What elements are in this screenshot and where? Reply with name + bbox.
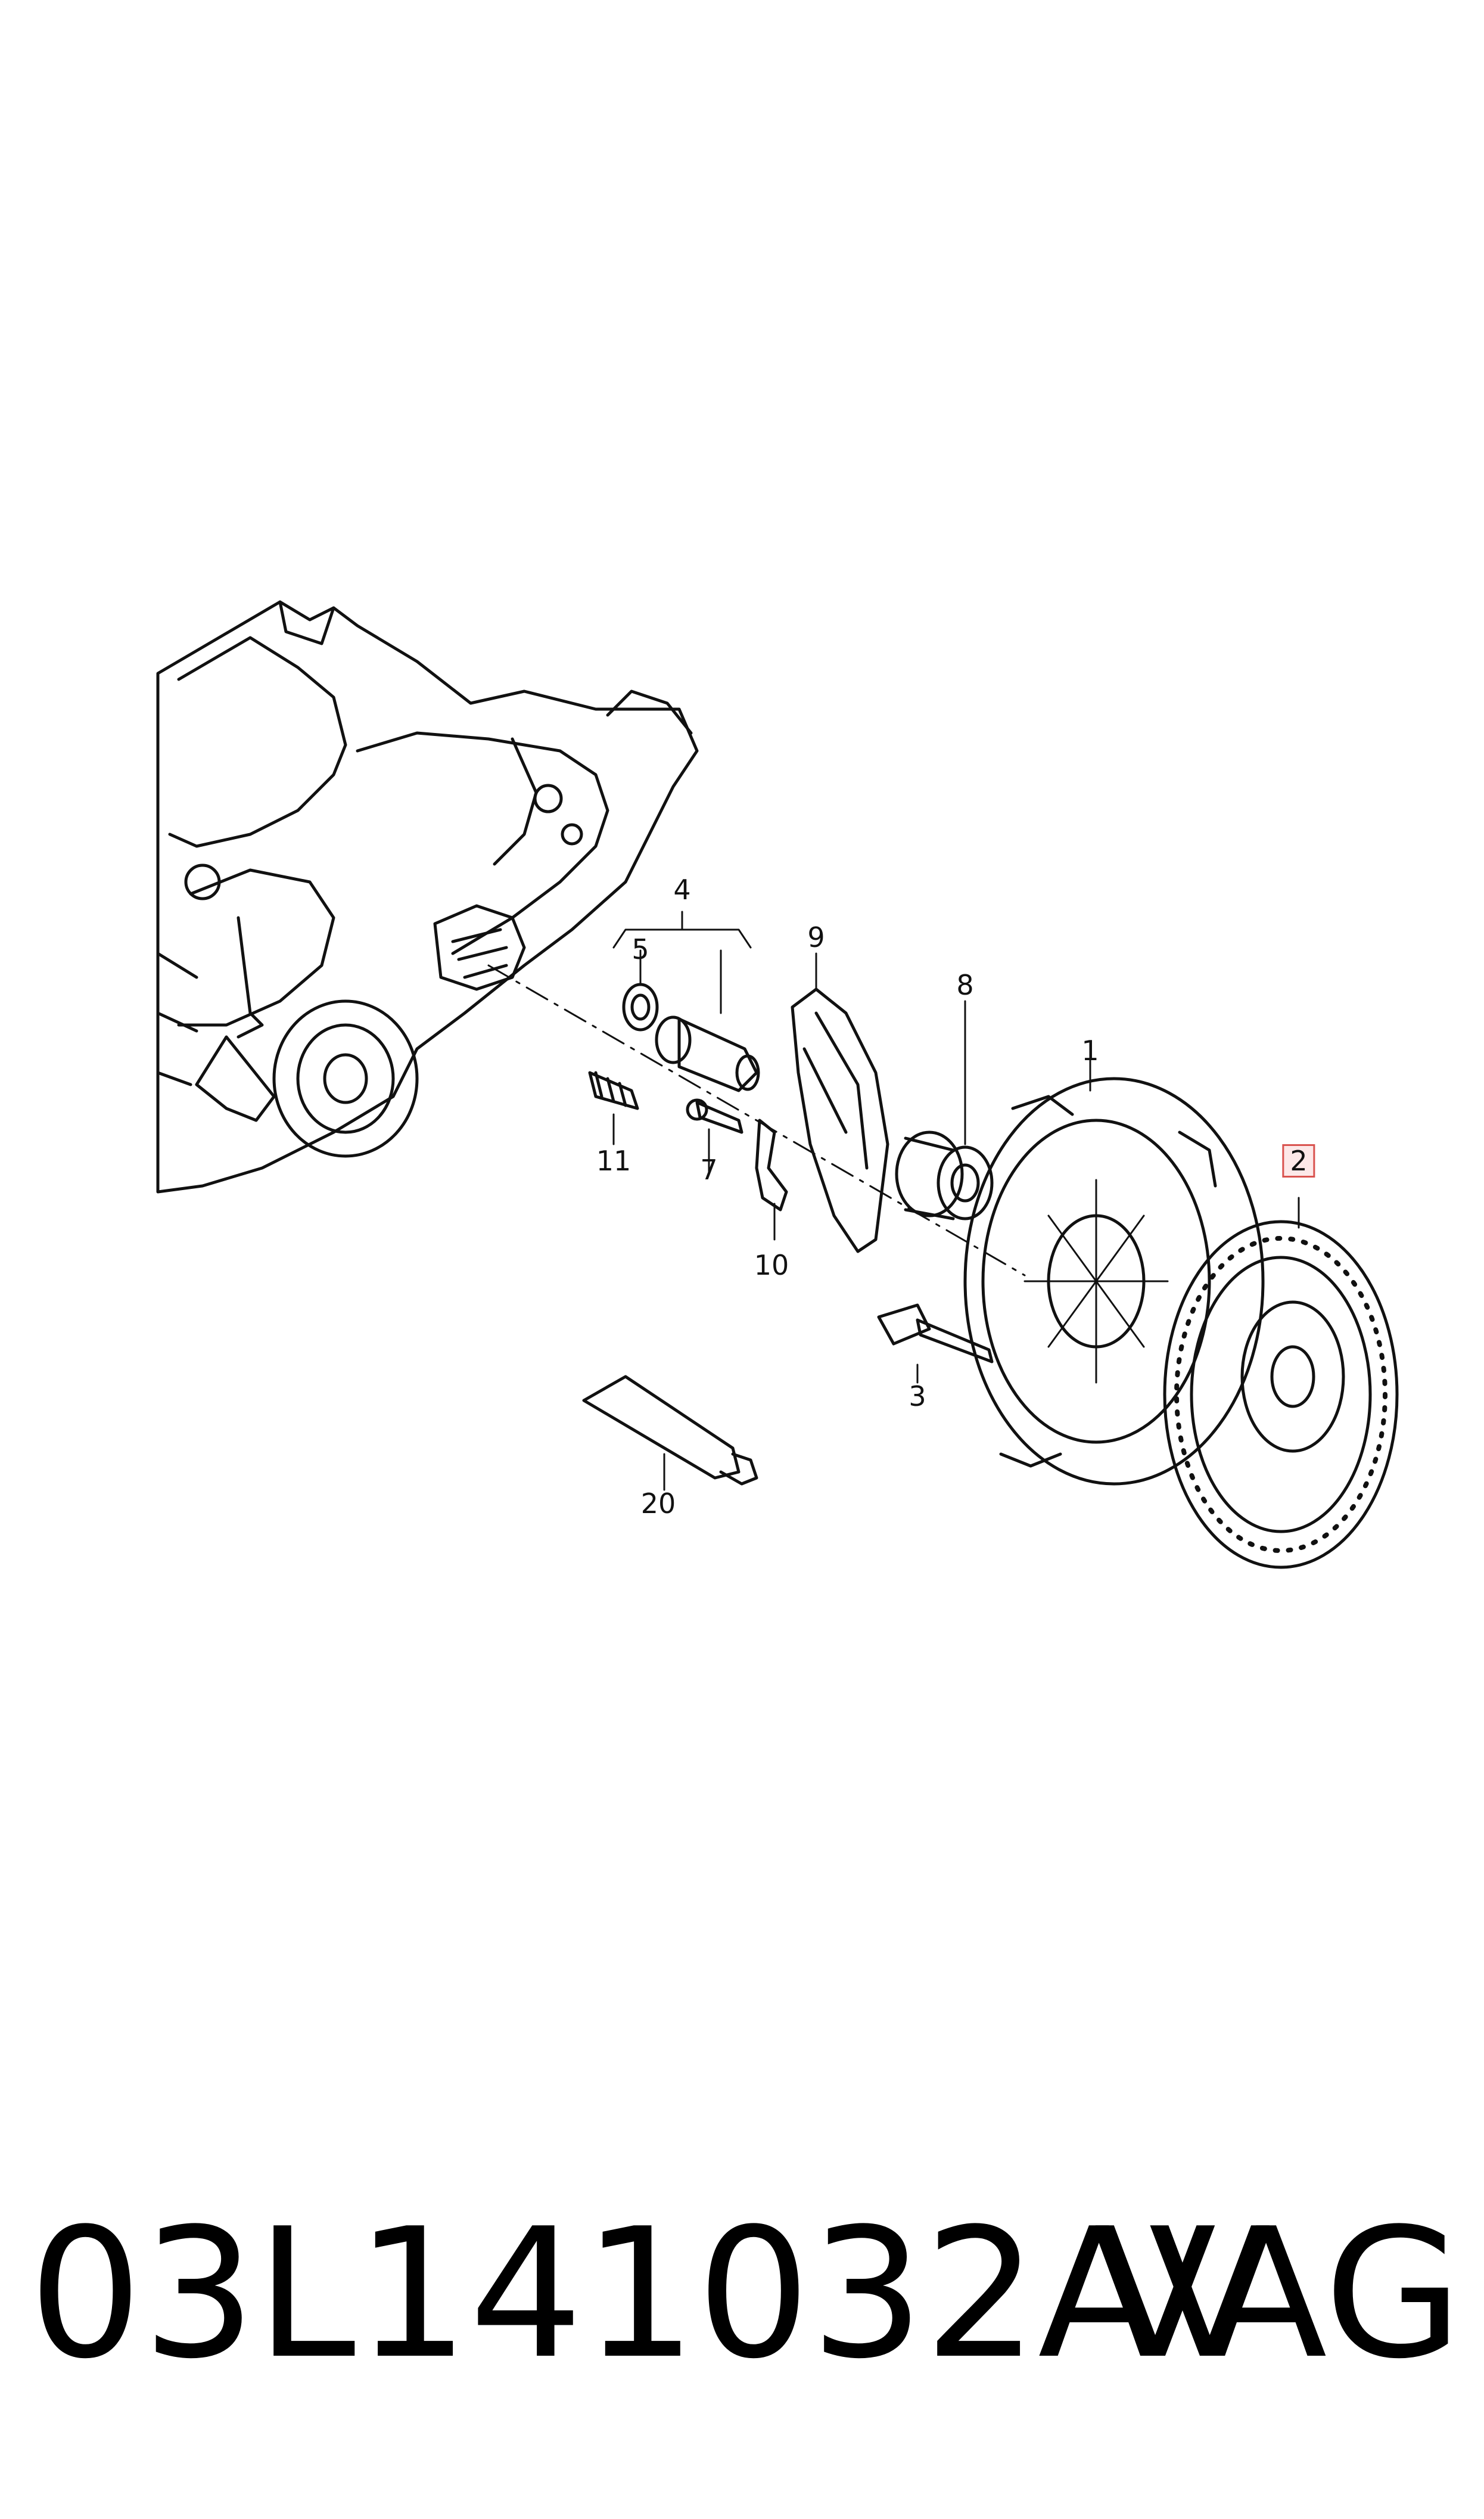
part-5-seal bbox=[622, 983, 659, 1032]
part-3-bolt bbox=[877, 1303, 994, 1384]
part-7-bolt bbox=[686, 1098, 743, 1175]
callout-3: 3 bbox=[909, 1380, 926, 1412]
callout-8: 8 bbox=[956, 969, 974, 1001]
footer: 03L141032AV VAG bbox=[0, 2205, 1484, 2419]
part-1-pressure-plate bbox=[963, 1042, 1265, 1486]
brand-name: VAG bbox=[1094, 2190, 1463, 2398]
part-number: 03L141032AV bbox=[29, 2190, 1271, 2398]
part-8-release-bearing bbox=[895, 1000, 994, 1220]
gearbox-housing bbox=[156, 600, 699, 1194]
part-10-clip bbox=[755, 1119, 788, 1241]
part-4-guide-sleeve bbox=[655, 1015, 760, 1092]
part-20-grease-tube bbox=[582, 1375, 758, 1491]
callout-11: 11 bbox=[596, 1145, 631, 1177]
callout-4: 4 bbox=[673, 874, 691, 906]
part-4-bracket bbox=[612, 911, 752, 949]
part-9-release-lever bbox=[791, 952, 889, 1253]
callout-5: 5 bbox=[631, 933, 649, 965]
part-11-bolt bbox=[588, 1071, 639, 1145]
part-2-clutch-disc bbox=[1163, 1197, 1399, 1569]
callout-9: 9 bbox=[807, 921, 825, 953]
callout-1: 1 bbox=[1081, 1035, 1099, 1067]
callout-7: 7 bbox=[700, 1154, 718, 1186]
callout-2: 2 bbox=[1282, 1144, 1315, 1178]
callout-20: 20 bbox=[640, 1487, 676, 1520]
callout-10: 10 bbox=[754, 1249, 789, 1281]
assembly-axis-line bbox=[487, 964, 1026, 1276]
exploded-parts-diagram bbox=[156, 600, 1399, 1569]
